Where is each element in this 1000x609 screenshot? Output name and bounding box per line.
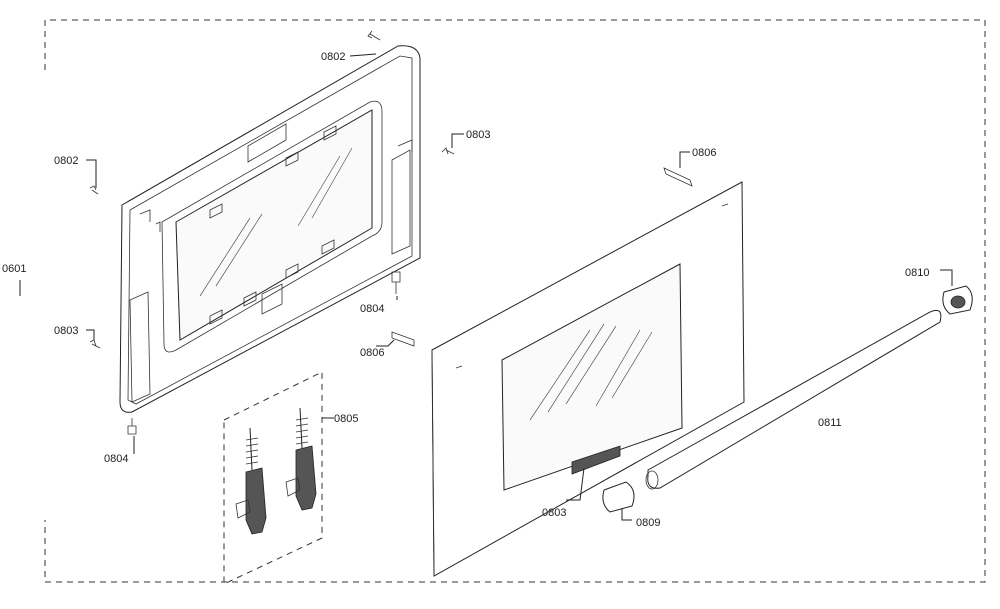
pin-0806-top	[663, 167, 693, 187]
screw-0804-mid	[391, 271, 401, 294]
callout-0806-top: 0806	[692, 147, 716, 159]
leader-lines	[19, 53, 953, 521]
end-cap-0810	[942, 285, 973, 315]
callout-0809: 0809	[636, 517, 660, 529]
brand-badge	[571, 445, 621, 475]
callout-0803-left: 0803	[54, 325, 78, 337]
end-cap-0809	[602, 481, 635, 513]
callout-0811: 0811	[818, 417, 842, 429]
assembly-boundary	[44, 19, 986, 583]
outer-door-glass	[431, 181, 745, 577]
screw-left-upper	[89, 185, 99, 195]
screw-0804-low	[127, 418, 137, 435]
callout-0601: 0601	[2, 263, 26, 275]
screw-right	[441, 147, 455, 155]
screw-top	[367, 30, 381, 41]
callout-0806-mid: 0806	[360, 347, 384, 359]
hinge-right	[285, 407, 317, 511]
hinge-set	[223, 371, 323, 585]
callout-0805: 0805	[334, 413, 358, 425]
screw-left-lower	[89, 339, 101, 349]
callout-0803-right: 0803	[466, 129, 490, 141]
inner-door-panel	[119, 45, 421, 413]
callout-0804-mid: 0804	[360, 303, 384, 315]
callout-0810: 0810	[905, 267, 929, 279]
hinge-left	[235, 427, 267, 535]
pin-0806-mid	[391, 331, 415, 347]
callout-0802-top: 0802	[321, 51, 345, 63]
callout-0802-left: 0802	[54, 155, 78, 167]
callout-0803-bottom: 0803	[542, 507, 566, 519]
callout-0804-low: 0804	[104, 453, 128, 465]
door-handle	[645, 309, 942, 490]
callout-labels: 0601 0802 0802 0803 0803 0804 0806 0805 …	[2, 51, 929, 529]
